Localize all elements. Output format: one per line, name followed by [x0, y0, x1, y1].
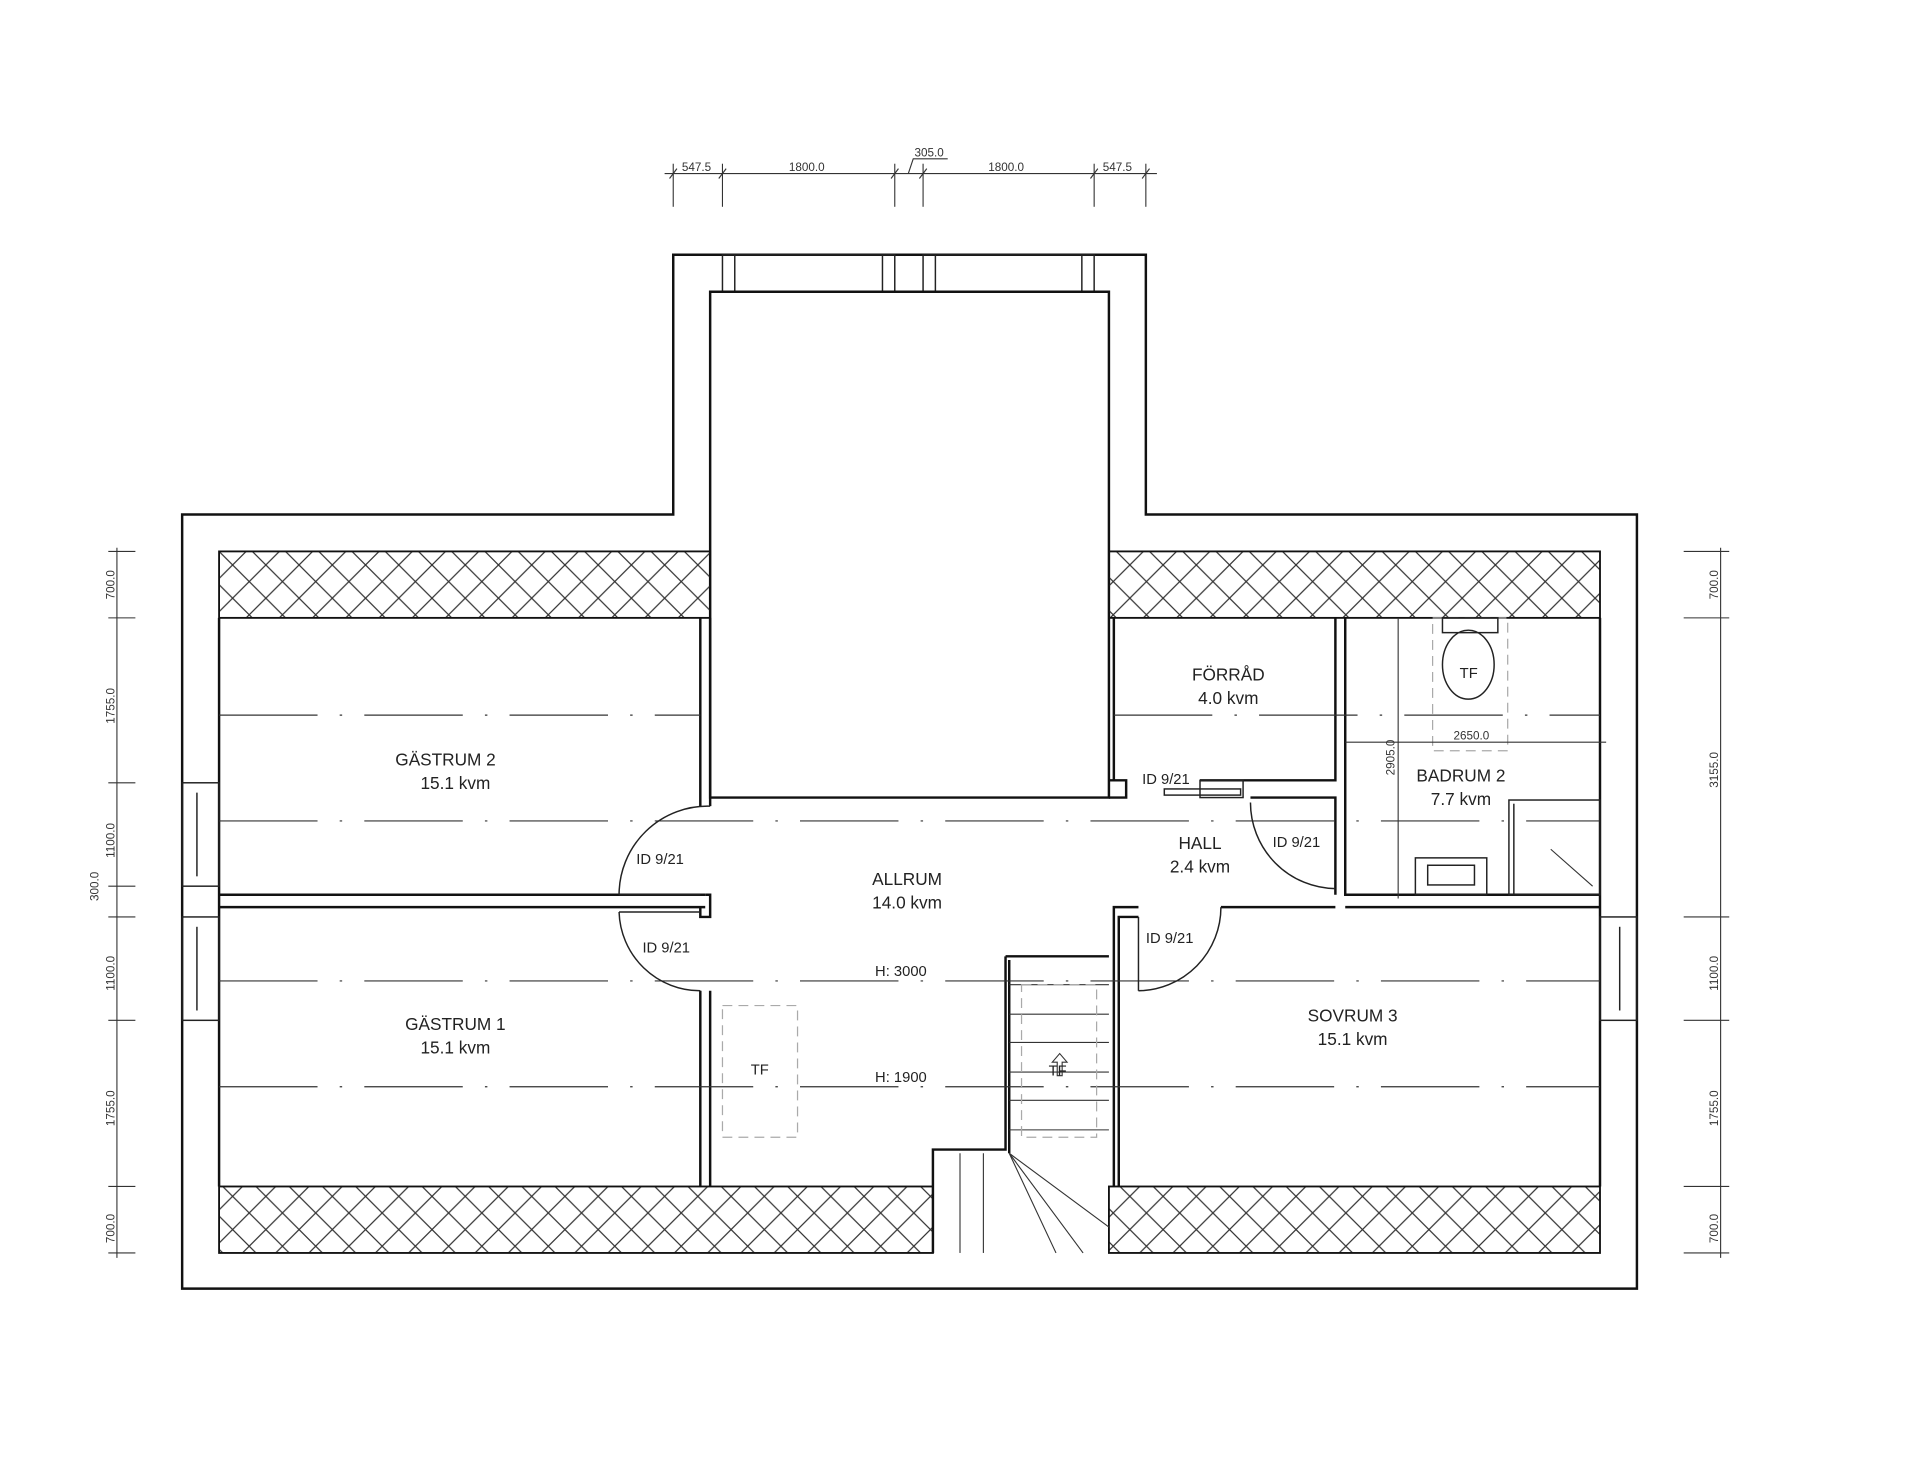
- room-name-gastrum2: GÄSTRUM 2: [395, 750, 495, 770]
- knee-wall-hatch: [218, 550, 1601, 1254]
- room-area-badrum2: 7.7 kvm: [1431, 789, 1491, 809]
- svg-text:1100.0: 1100.0: [1708, 955, 1721, 990]
- bath-width-dim: 2650.0: [1454, 730, 1490, 743]
- svg-text:700.0: 700.0: [1708, 1213, 1721, 1243]
- svg-text:1755.0: 1755.0: [1708, 1090, 1721, 1126]
- dimension-right: 700.0 3155.0 1100.0 1755.0 700.0: [1683, 547, 1730, 1258]
- dimension-left: 700.0 1755.0 1100.0 300.0 1100.0 1755.0 …: [88, 547, 136, 1258]
- svg-text:700.0: 700.0: [1708, 570, 1721, 600]
- svg-text:547.5: 547.5: [1103, 161, 1133, 174]
- tf-label: TF: [751, 1062, 769, 1078]
- staircase: [959, 984, 1110, 1254]
- doors: [618, 779, 1336, 992]
- room-area-gastrum2: 15.1 kvm: [420, 773, 490, 793]
- room-labels: GÄSTRUM 2 15.1 kvm GÄSTRUM 1 15.1 kvm AL…: [395, 665, 1505, 1058]
- svg-text:305.0: 305.0: [914, 146, 944, 159]
- svg-text:1100.0: 1100.0: [104, 955, 117, 990]
- room-name-hall: HALL: [1178, 833, 1221, 853]
- svg-text:300.0: 300.0: [88, 871, 101, 901]
- height-lines: [219, 714, 1600, 1088]
- room-name-badrum2: BADRUM 2: [1416, 766, 1505, 786]
- tf-label: TF: [1049, 1064, 1067, 1080]
- bathroom-fixtures: [721, 617, 1601, 1138]
- room-area-forrad: 4.0 kvm: [1198, 688, 1258, 708]
- svg-text:ID 9/21: ID 9/21: [642, 941, 690, 957]
- room-area-sovrum3: 15.1 kvm: [1318, 1029, 1388, 1049]
- interior-walls: [217, 617, 1602, 1253]
- svg-text:1755.0: 1755.0: [104, 1090, 117, 1126]
- room-area-gastrum1: 15.1 kvm: [420, 1038, 490, 1058]
- svg-text:3155.0: 3155.0: [1708, 751, 1721, 787]
- room-area-hall: 2.4 kvm: [1170, 857, 1230, 877]
- svg-text:1100.0: 1100.0: [104, 822, 117, 857]
- svg-text:ID 9/21: ID 9/21: [1146, 931, 1194, 947]
- svg-text:1755.0: 1755.0: [104, 687, 117, 723]
- room-name-allrum: ALLRUM: [872, 869, 942, 889]
- annotations: H: 3000 H: 1900 TF TF TF: [751, 666, 1478, 1086]
- svg-text:547.5: 547.5: [682, 161, 712, 174]
- room-name-sovrum3: SOVRUM 3: [1308, 1006, 1398, 1026]
- door-labels: ID 9/21 ID 9/21 ID 9/21 ID 9/21 ID 9/21: [636, 772, 1320, 957]
- bath-depth-dim: 2905.0: [1384, 739, 1397, 775]
- height-1900: H: 1900: [875, 1070, 927, 1086]
- side-windows: [181, 782, 1638, 1022]
- dimension-bathroom: [1345, 617, 1607, 899]
- height-3000: H: 3000: [875, 964, 927, 980]
- svg-text:1800.0: 1800.0: [789, 161, 825, 174]
- svg-text:700.0: 700.0: [104, 1213, 117, 1243]
- tf-label: TF: [1460, 666, 1478, 682]
- room-name-gastrum1: GÄSTRUM 1: [405, 1014, 505, 1034]
- room-area-allrum: 14.0 kvm: [872, 892, 942, 912]
- svg-text:700.0: 700.0: [104, 570, 117, 600]
- svg-text:1800.0: 1800.0: [988, 161, 1024, 174]
- svg-text:ID 9/21: ID 9/21: [636, 852, 684, 868]
- room-name-forrad: FÖRRÅD: [1192, 665, 1265, 685]
- svg-text:ID 9/21: ID 9/21: [1273, 835, 1321, 851]
- svg-text:ID 9/21: ID 9/21: [1142, 772, 1190, 788]
- dimension-top: 547.5 1800.0 305.0 1800.0 547.5: [664, 146, 1157, 207]
